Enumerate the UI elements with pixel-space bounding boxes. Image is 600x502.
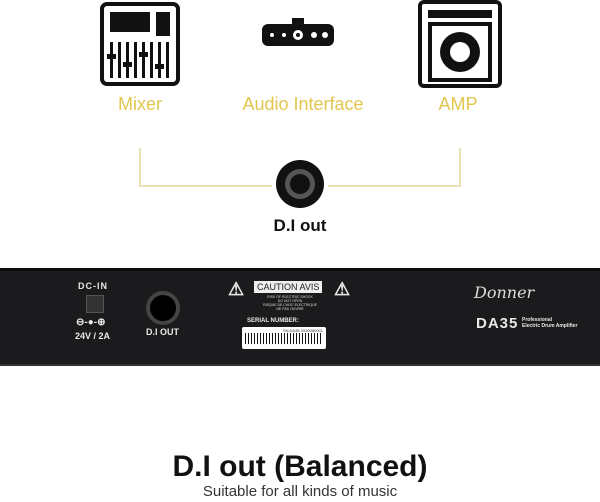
barcode-icon [245, 333, 323, 344]
audio-interface-icon [262, 18, 334, 46]
dc-in-label: DC-IN [78, 281, 108, 291]
connector-label: D.I out [273, 216, 327, 235]
device-label-amp: AMP [438, 94, 478, 114]
mixer-icon [100, 2, 180, 86]
di-out-label: D.I OUT [146, 327, 179, 337]
connection-lines [139, 148, 461, 208]
caution-label: CAUTION AVIS [254, 281, 323, 293]
rear-panel: DC-IN ⊖-●-⊕ 24V / 2A D.I OUT ⚠ CAUTION A… [0, 268, 600, 366]
page-title: D.I out (Balanced) [172, 450, 428, 483]
subtitle: Suitable for all kinds of music [202, 483, 398, 500]
device-label-mixer: Mixer [118, 94, 162, 114]
shock-warning-icon: ⚠ [228, 279, 245, 299]
amp-icon [418, 0, 502, 88]
polarity-icon: ⊖-●-⊕ [76, 317, 106, 328]
serial-label: SERIAL NUMBER: [247, 318, 299, 324]
power-spec: 24V / 2A [75, 331, 111, 341]
dc-jack-icon [86, 295, 104, 313]
di-out-jack [146, 291, 180, 325]
model-name: DA35 [476, 315, 519, 332]
brand-logo: Donner [474, 283, 535, 302]
device-label-audio-interface: Audio Interface [242, 94, 364, 114]
caution-icon: ⚠ [334, 279, 351, 299]
serial-sticker: SN:DA35 2020080001 [242, 327, 326, 349]
